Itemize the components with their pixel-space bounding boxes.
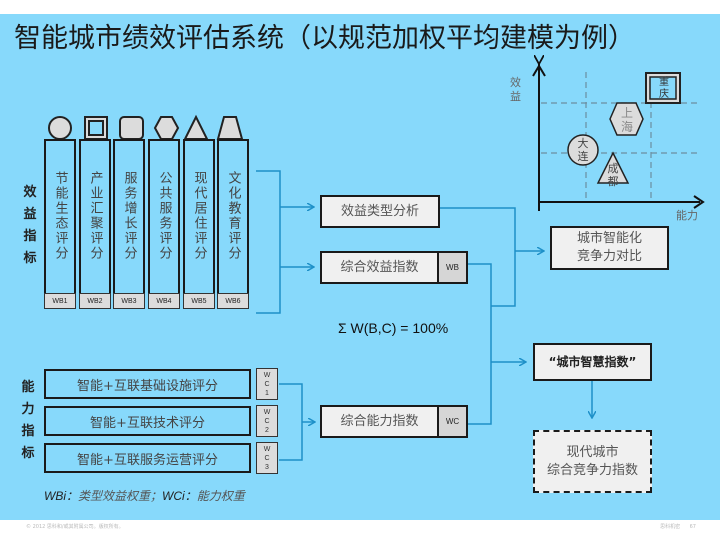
composite-ability-index-box: 综合能力指数 xyxy=(320,405,439,438)
city-shanghai-label: 上海 xyxy=(620,106,633,134)
x-axis-label: 能力 xyxy=(676,209,698,222)
benefit-column-4: 公共服务评分 xyxy=(148,139,180,296)
city-dalian-marker xyxy=(567,134,599,166)
benefit-column-1: 节能生态评分 xyxy=(44,139,76,296)
weight-wb5: WB5 xyxy=(183,293,215,309)
composite-ability-tag: WC xyxy=(438,405,468,438)
y-axis-label: 效 益 xyxy=(510,76,521,103)
ability-row-infrastructure: 智能+互联基础设施评分 xyxy=(44,369,251,399)
city-dalian-label: 大连 xyxy=(577,137,589,163)
quadrant-chart xyxy=(532,0,705,211)
modern-city-index-box: 现代城市 综合竞争力指数 xyxy=(533,430,652,493)
city-chengdu-marker xyxy=(596,151,630,184)
benefit-column-6: 文化教育评分 xyxy=(217,139,249,296)
benefit-connector xyxy=(256,170,314,314)
composite-benefit-tag: WB xyxy=(438,251,468,284)
smart-index-box: “城市智慧指数” xyxy=(533,343,652,381)
comparison-connector xyxy=(439,207,544,307)
weight-wb1: WB1 xyxy=(44,293,76,309)
benefit-type-analysis-box: 效益类型分析 xyxy=(320,195,440,228)
ability-row-technology: 智能+互联技术评分 xyxy=(44,406,251,436)
sum-formula: Σ W(B,C) = 100% xyxy=(338,320,449,336)
weight-wb2: WB2 xyxy=(79,293,111,309)
benefit-column-2: 产业汇聚评分 xyxy=(79,139,111,296)
ability-side-label: 能 力 指 标 xyxy=(21,380,35,461)
ability-connector xyxy=(279,383,315,461)
weight-wb6: WB6 xyxy=(217,293,249,309)
city-chengdu-label: 成都 xyxy=(607,162,619,188)
weight-legend: WBi：类型效益权重；WCi：能力权重 xyxy=(44,489,245,503)
circle-icon xyxy=(48,116,72,140)
page-title: 智能城市绩效评估系统（以规范加权平均建模为例） xyxy=(14,23,635,54)
ability-row-service-operation: 智能+互联服务运营评分 xyxy=(44,443,251,473)
weight-wb3: WB3 xyxy=(113,293,145,309)
city-shanghai-marker xyxy=(609,102,644,136)
triangle-icon xyxy=(183,114,209,140)
trapezoid-icon xyxy=(216,116,244,140)
city-comparison-box: 城市智能化 竞争力对比 xyxy=(550,226,669,270)
benefit-side-label: 效 益 指 标 xyxy=(23,185,37,266)
benefit-column-3: 服务增长评分 xyxy=(113,139,145,296)
city-chongqing-label: 重庆 xyxy=(659,77,669,100)
composite-benefit-index-box: 综合效益指数 xyxy=(320,251,439,284)
benefit-column-5: 现代居住评分 xyxy=(183,139,215,296)
weight-wb4: WB4 xyxy=(148,293,180,309)
rounded-square-icon xyxy=(119,116,144,140)
hexagon-icon xyxy=(153,116,180,140)
smart-index-connector xyxy=(468,263,526,425)
footer-copyright: © 2012 思科和/或其附属公司。版权所有。 xyxy=(26,524,124,530)
footer-right: 思科机密 67 xyxy=(660,524,696,530)
